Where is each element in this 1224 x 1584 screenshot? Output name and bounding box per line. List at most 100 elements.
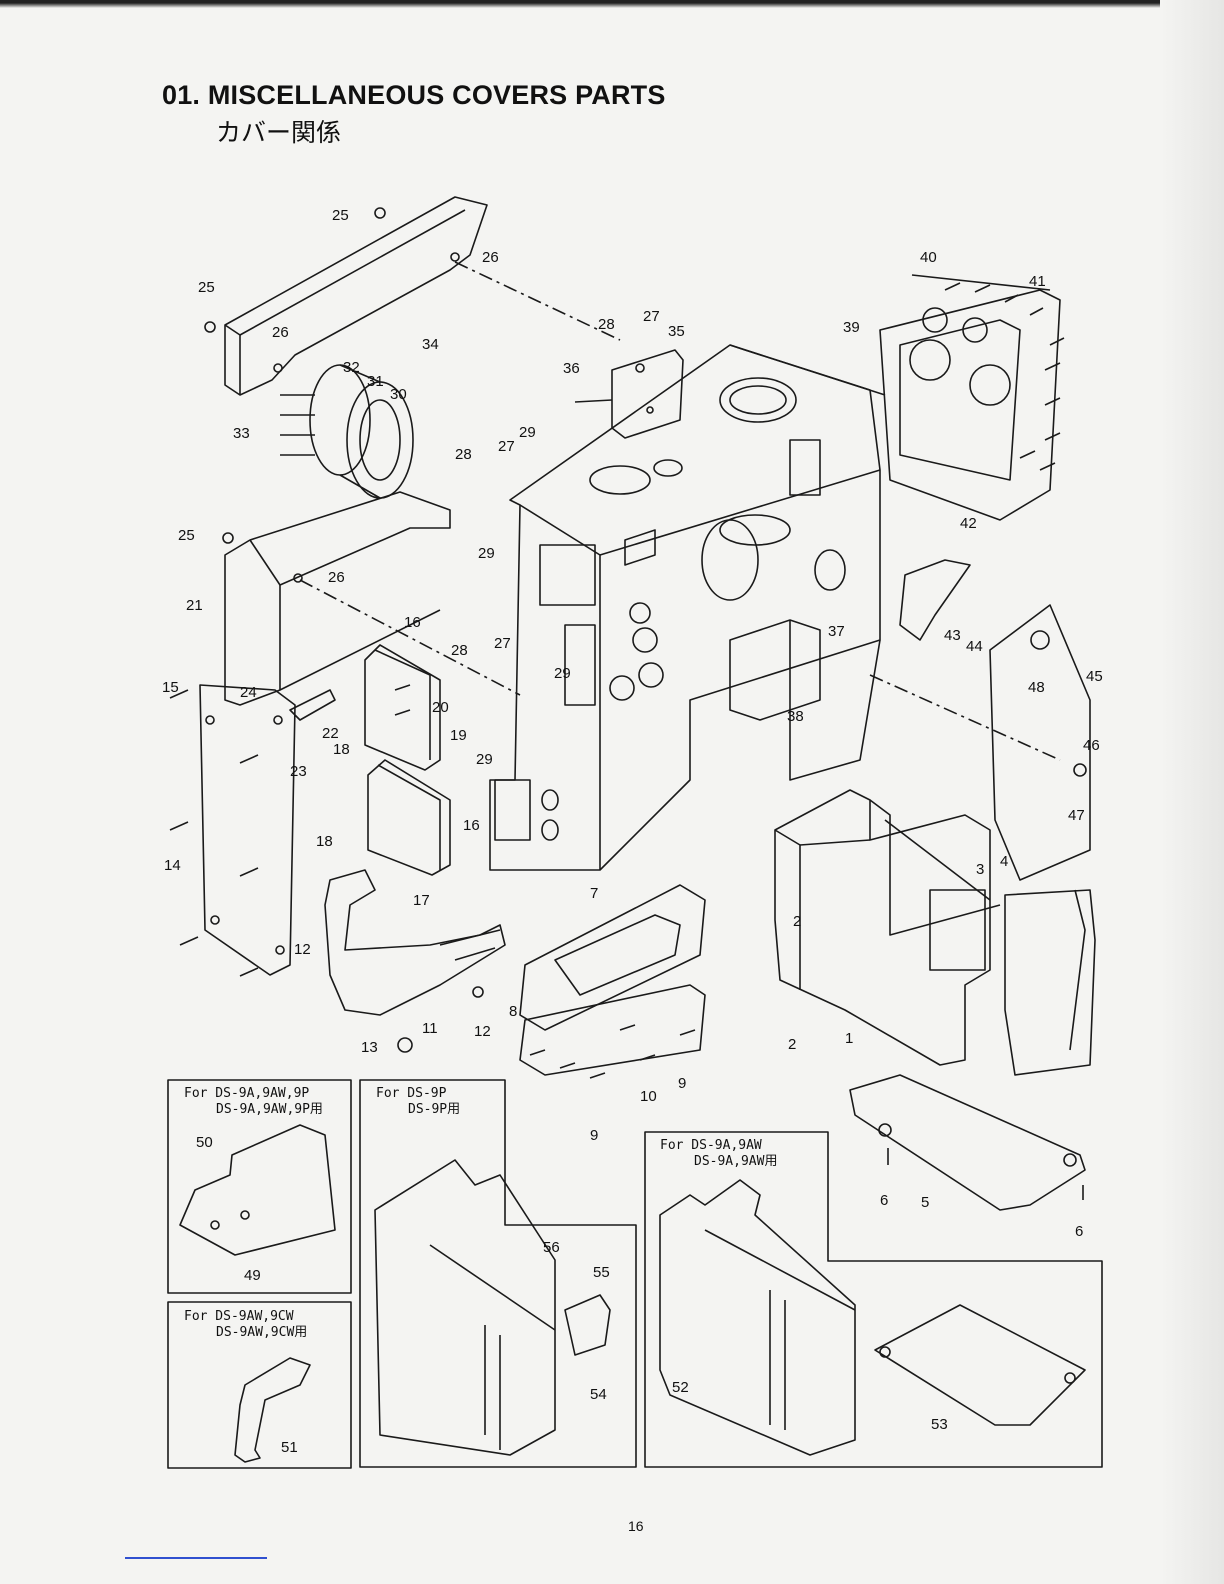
callout-label: 2 [788,1036,796,1053]
small-cover-plates [364,644,451,876]
callout-label: 49 [244,1267,261,1284]
callout-label: 26 [482,249,499,266]
callout-label: 25 [178,527,195,544]
callout-label: 9 [590,1127,598,1144]
callout-label: 8 [509,1003,517,1020]
callout-label: 43 [944,627,961,644]
callout-label: 51 [281,1439,298,1456]
callout-label: 28 [455,446,472,463]
callout-label: 27 [498,438,515,455]
callout-label: 56 [543,1239,560,1256]
inset-box-2-label: For DS-9P [376,1086,447,1101]
bracket-part-35 [574,349,684,439]
callout-label: 25 [332,207,349,224]
bracket-part-51 [234,1357,311,1463]
callout-label: 27 [643,308,660,325]
callout-label: 29 [554,665,571,682]
callout-label: 40 [920,249,937,266]
callout-label: 23 [290,763,307,780]
bracket-part-42 [899,559,971,641]
callout-label: 7 [590,885,598,902]
page-subtitle: カバー関係 [216,118,342,147]
plate-part-5 [849,1074,1086,1211]
base-plates-7-8 [519,884,706,1079]
callout-label: 24 [240,684,257,701]
side-cover-plate-part [879,274,1065,521]
bracket-part-22 [289,689,336,721]
inset-box-1-sublabel: DS-9A,9AW,9P用 [216,1102,323,1117]
callout-label: 18 [316,833,333,850]
callout-label: 28 [598,316,615,333]
rear-plate-part-14 [169,684,296,977]
callout-label: 6 [880,1192,888,1209]
callout-label: 38 [787,708,804,725]
callout-label: 41 [1029,273,1046,290]
callout-label: 12 [474,1023,491,1040]
callout-label: 10 [640,1088,657,1105]
top-edge-shadow [0,0,1224,8]
callout-label: 9 [678,1075,686,1092]
callout-label: 35 [668,323,685,340]
callout-label: 19 [450,727,467,744]
callout-label: 5 [921,1194,929,1211]
inset-box-3-label: For DS-9A,9AW [660,1138,762,1153]
callout-label: 3 [976,861,984,878]
callout-label: 47 [1068,807,1085,824]
cover-part-54 [374,1159,611,1456]
callout-label: 33 [233,425,250,442]
machine-frame-part [489,344,886,871]
callout-label: 44 [966,638,983,655]
callout-label: 20 [432,699,449,716]
callout-label: 42 [960,515,977,532]
plate-part-49 [179,1124,336,1256]
callout-label: 12 [294,941,311,958]
callout-label: 25 [198,279,215,296]
callout-label: 29 [476,751,493,768]
inset-box-frame-3 [644,1131,1103,1468]
callout-label: 17 [413,892,430,909]
callout-label: 29 [519,424,536,441]
callout-label: 53 [931,1416,948,1433]
callout-label: 21 [186,597,203,614]
callout-label: 22 [322,725,339,742]
callout-label: 46 [1083,737,1100,754]
front-covers-1-3 [774,789,1096,1076]
callout-label: 39 [843,319,860,336]
callout-label: 29 [478,545,495,562]
callout-label: 27 [494,635,511,652]
callout-label: 26 [272,324,289,341]
callout-label: 16 [404,614,421,631]
inset-box-frame-4 [167,1301,352,1469]
side-cover-45 [869,604,1091,881]
callout-label: 6 [1075,1223,1083,1240]
callout-label: 2 [793,913,801,930]
callout-label: 28 [451,642,468,659]
callout-label: 37 [828,623,845,640]
cover-part-21 [222,491,521,706]
callout-label: 30 [390,386,407,403]
callout-label: 26 [328,569,345,586]
flange-part [280,364,414,499]
callout-label: 31 [367,373,384,390]
callout-label: 11 [422,1020,438,1037]
inset-box-4-label: For DS-9AW,9CW [184,1309,294,1324]
inset-box-4-sublabel: DS-9AW,9CW用 [216,1325,307,1340]
callout-label: 55 [593,1264,610,1281]
inset-box-frame-2 [359,1079,637,1468]
plate-part-53 [874,1304,1086,1426]
callout-label: 34 [422,336,439,353]
callout-label: 52 [672,1379,689,1396]
footer-rule [125,1557,267,1559]
inset-box-1-label: For DS-9A,9AW,9P [184,1086,309,1101]
cover-part-52 [659,1179,856,1456]
callout-label: 54 [590,1386,607,1403]
inset-box-3-sublabel: DS-9A,9AW用 [694,1154,777,1169]
callout-label: 1 [845,1030,853,1047]
callout-label: 32 [343,359,360,376]
callout-label: 50 [196,1134,213,1151]
callout-label: 16 [463,817,480,834]
page-number: 16 [628,1518,644,1534]
callout-label: 13 [361,1039,378,1056]
callout-label: 36 [563,360,580,377]
